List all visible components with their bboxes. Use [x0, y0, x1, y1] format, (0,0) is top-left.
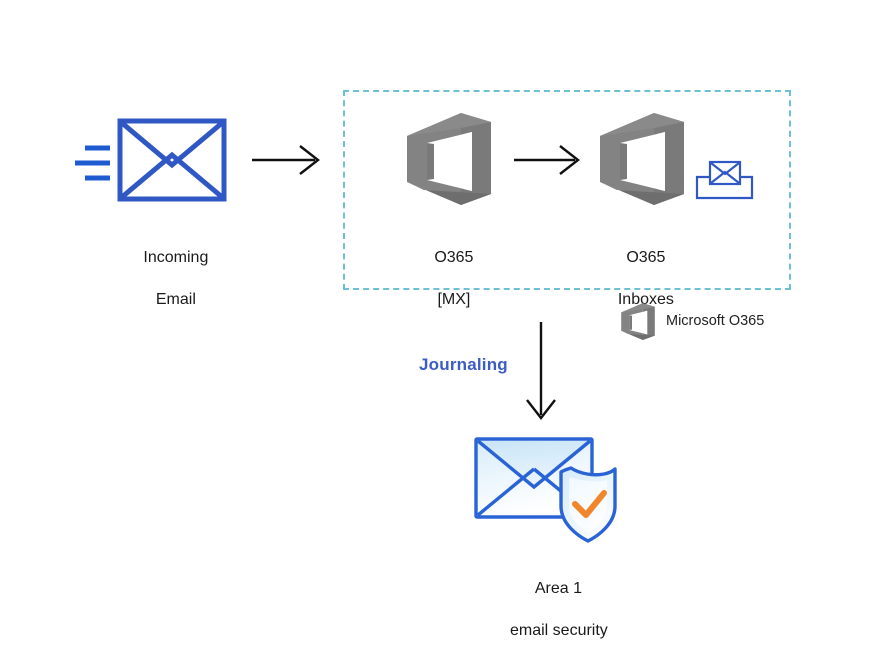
area1-label-line1: Area 1	[534, 580, 583, 597]
speed-lines-icon	[75, 145, 110, 181]
o365-inboxes-mail-indicator	[694, 157, 756, 205]
o365-mx-node	[404, 110, 494, 210]
o365-mx-label-line1: O365	[434, 249, 474, 266]
o365-boundary-group	[343, 90, 791, 290]
office365-logo-icon	[621, 303, 655, 340]
office365-logo-icon	[600, 113, 684, 205]
arrow-right-icon	[252, 145, 320, 175]
edge-mx-to-inboxes	[514, 140, 586, 180]
o365-inboxes-node	[597, 110, 687, 210]
o365-inboxes-label-line2: Inboxes	[617, 291, 674, 308]
o365-mx-label: O365 [MX]	[375, 226, 515, 331]
area1-email-security-node	[470, 432, 630, 547]
inbox-tray-envelope-icon	[695, 160, 754, 200]
area1-label-line2: email security	[509, 622, 608, 639]
area1-email-security-label: Area 1 email security	[475, 557, 625, 653]
arrow-right-icon	[514, 145, 580, 175]
incoming-email-label-line1: Incoming	[143, 249, 209, 266]
edge-inboxes-to-area1	[522, 322, 562, 422]
incoming-email-node	[70, 110, 240, 215]
journaling-edge-label: Journaling	[419, 355, 508, 374]
arrow-down-icon	[526, 322, 556, 420]
incoming-email-label-line2: Email	[155, 291, 196, 308]
envelope-icon	[75, 118, 227, 202]
office365-logo-icon	[407, 113, 491, 205]
edge-incoming-to-mx	[252, 140, 324, 180]
legend-o365-icon-wrap	[620, 302, 656, 342]
o365-inboxes-label-line1: O365	[626, 249, 666, 266]
incoming-email-label: Incoming Email	[97, 226, 237, 331]
o365-inboxes-label: O365 Inboxes	[567, 226, 707, 331]
envelope-shield-check-icon	[474, 437, 617, 543]
o365-mx-label-line2: [MX]	[437, 291, 471, 308]
legend-label: Microsoft O365	[666, 313, 765, 329]
